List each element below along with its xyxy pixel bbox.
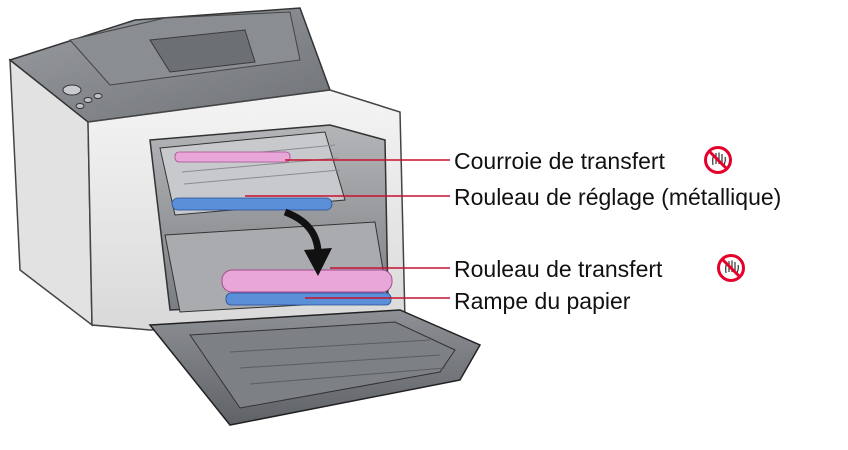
output-tray-slot (149, 29, 256, 73)
label-registration-roller: Rouleau de réglage (métallique) (454, 184, 782, 210)
label-transfer-belt: Courroie de transfert (454, 148, 665, 174)
panel-key-3 (75, 103, 85, 109)
rear-door-inner (189, 321, 456, 409)
power-button (62, 84, 82, 96)
transfer-roller-highlight (221, 269, 393, 293)
panel-key-2 (93, 93, 103, 99)
leader-lines (245, 159, 450, 299)
registration-roller-highlight (171, 197, 333, 211)
paper-chute-highlight (225, 292, 392, 306)
close-direction-arrow-head (304, 248, 332, 276)
do-not-touch-icon (704, 146, 732, 174)
label-transfer-roller: Rouleau de transfert (454, 256, 663, 282)
label-paper-chute: Rampe du papier (454, 288, 631, 314)
panel-key-1 (83, 97, 93, 103)
transfer-belt-highlight (174, 151, 291, 163)
do-not-touch-icon (717, 254, 745, 282)
